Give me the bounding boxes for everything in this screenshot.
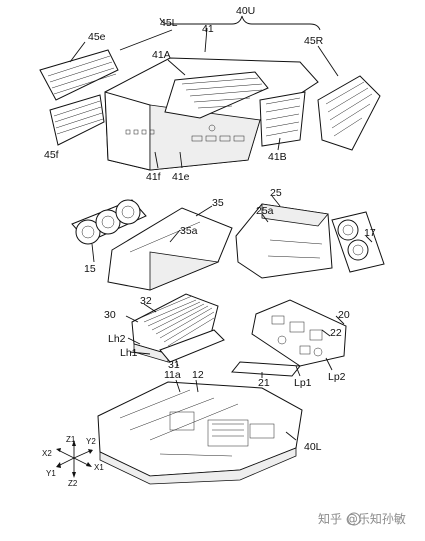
watermark-logo-icon [347,512,361,526]
label-20: 20 [338,309,350,321]
label-41: 41 [202,23,214,35]
label-11a: 11a [164,369,181,381]
label-Lh2: Lh2 [108,333,126,345]
label-32: 32 [140,295,152,307]
label-22: 22 [330,327,342,339]
duct-35 [107,205,233,291]
axis-label-Z2: Z2 [68,479,78,488]
axis-label-Y1: Y1 [46,469,56,478]
label-30: 30 [104,309,116,321]
label-Lh1: Lh1 [120,347,138,359]
left-side-panel [39,29,173,146]
heat-sink-30 [125,293,225,367]
label-41e: 41e [172,171,190,183]
board-20 [231,299,347,378]
label-45R: 45R [304,35,324,47]
label-40L: 40L [304,441,322,453]
label-40U: 40U [236,5,255,17]
label-35a: 35a [180,225,198,237]
label-41f: 41f [146,171,161,183]
watermark-text: 知乎 @乐知孙敏 [318,511,406,526]
label-12: 12 [192,369,204,381]
label-41B: 41B [268,151,287,163]
fan-unit-17 [331,211,385,273]
label-21: 21 [258,377,270,389]
reference-labels: 40U 45L 41 45e 41A 45R 45f 41B 41f 41e 3… [42,5,376,488]
coordinate-axes [56,440,93,478]
watermark: 知乎 @乐知孙敏 [318,511,406,526]
label-15: 15 [84,263,96,275]
label-45f: 45f [44,149,59,161]
label-25: 25 [270,187,282,199]
right-side-panel [317,45,381,151]
label-31: 31 [168,359,180,371]
label-25a: 25a [256,205,274,217]
axis-label-X2: X2 [42,449,52,458]
lower-base-assembly [97,379,303,485]
label-35: 35 [212,197,224,209]
axis-label-Y2: Y2 [86,437,96,446]
label-41A: 41A [152,49,171,61]
power-supply-25 [235,195,333,279]
label-45L: 45L [160,17,178,29]
label-17: 17 [364,227,376,239]
label-Lp1: Lp1 [294,377,312,389]
label-Lp2: Lp2 [328,371,346,383]
label-45e: 45e [88,31,106,43]
axis-label-Z1: Z1 [66,435,76,444]
upper-cover-assembly [104,15,321,171]
fan-unit-15 [71,199,147,263]
axis-label-X1: X1 [94,463,104,472]
